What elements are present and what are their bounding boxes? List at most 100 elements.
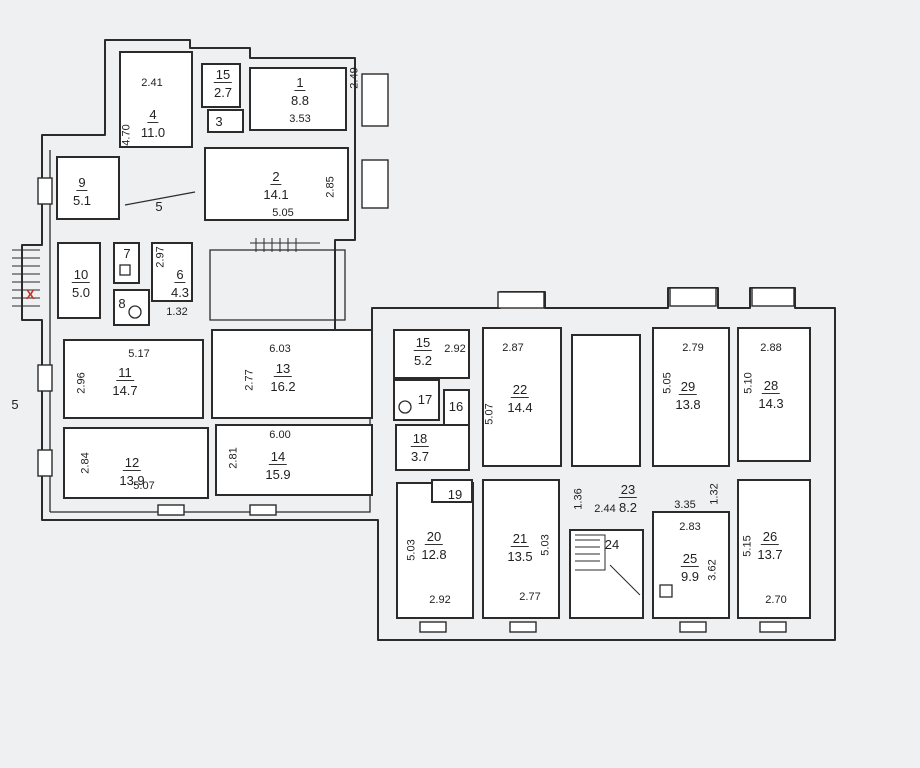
room-21 [482,479,560,619]
window-bay [669,287,717,307]
window-bay [249,504,277,516]
dimension-label: 2.44 [594,503,616,515]
room-29-number: 29 [678,379,698,395]
dimension-label: 6.03 [269,343,291,355]
room-15b-area: 5.2 [413,353,433,368]
dimension-label: 5.10 [742,372,755,394]
dimension-label: 2.77 [519,591,541,603]
room-20-number: 20 [424,529,444,545]
room-17 [393,379,440,421]
room-20 [396,482,474,619]
room-6-area: 4.3 [170,285,190,300]
room-corridor-right [571,334,641,467]
sink-icon [119,264,131,276]
room-9-area: 5.1 [72,193,92,208]
dimension-label: 5.03 [405,539,418,561]
toilet-icon [128,305,142,319]
dimension-label: 2.92 [429,594,451,606]
dimension-label: 5.05 [661,372,674,394]
dimension-label: 1.32 [708,483,721,505]
window-bay [759,621,787,633]
room-24 [569,529,644,619]
room-11-number: 11 [116,365,134,381]
page-mark: 5 [11,397,19,412]
room-28 [737,327,811,462]
dimension-label: 5.07 [483,403,496,425]
dimension-label: 2.96 [75,372,88,394]
dimension-label: 2.83 [679,521,701,533]
room-15a [201,63,241,108]
room-18-area: 3.7 [410,449,430,464]
room-15a-area: 2.7 [213,85,233,100]
toilet-icon [398,400,412,414]
dimension-label: 2.97 [154,246,167,268]
room-4 [119,51,193,148]
room-15a-number: 15 [213,67,233,83]
room-24-number: 24 [604,537,620,552]
room-21-number: 21 [510,531,530,547]
room-3 [207,109,244,133]
room-3-number: 3 [215,114,223,129]
room-12-area: 13.9 [119,473,145,488]
room-6 [151,242,193,302]
room-11-area: 14.7 [112,383,138,398]
room-10 [57,242,101,319]
room-26-area: 13.7 [757,547,783,562]
room-26-number: 26 [760,529,780,545]
room-1-area: 8.8 [290,93,310,108]
room-1-number: 1 [294,75,306,91]
room-22-area: 14.4 [507,400,533,415]
dimension-label: 2.70 [765,594,787,606]
room-23-number: 23 [618,482,638,498]
room-29 [652,327,730,467]
dimension-label: 4.70 [120,124,133,146]
stair-entrance-left [12,249,40,307]
room-19-number: 19 [447,487,463,502]
room-14-area: 15.9 [265,467,291,482]
dimension-label: 5.15 [741,535,754,557]
room-22-number: 22 [510,382,530,398]
room-15b [393,329,470,379]
dimension-label: 2.41 [141,77,163,89]
window-bay [361,73,389,127]
window-bay [679,621,707,633]
dimension-label: 2.92 [444,343,466,355]
room-7-number: 7 [123,246,131,261]
room-25-number: 25 [680,551,700,567]
window-bay [751,287,795,307]
dimension-label: 2.84 [79,452,92,474]
dimension-label: 3.53 [289,113,311,125]
window-bay [509,621,537,633]
sink-icon [659,584,673,598]
room-2-number: 2 [270,169,282,185]
room-18-number: 18 [410,431,430,447]
dimension-label: 1.36 [572,488,585,510]
room-17-number: 17 [417,392,433,407]
dimension-label: 5.05 [272,207,294,219]
dimension-label: 3.35 [674,499,696,511]
window-bay [37,449,53,477]
window-bay [37,364,53,392]
room-10-number: 10 [71,267,91,283]
room-16 [443,389,470,426]
partition-diagonal [124,191,196,206]
room-26 [737,479,811,619]
dimension-label: 1.32 [166,306,188,318]
entrance-mark: X [26,287,35,302]
room-14-number: 14 [268,449,288,465]
room-2-area: 14.1 [263,187,289,202]
room-19 [431,479,473,503]
dimension-label: 2.88 [760,342,782,354]
room-15b-number: 15 [413,335,433,351]
dimension-label: 6.00 [269,429,291,441]
window-bay [157,504,185,516]
dimension-label: 2.49 [348,67,361,89]
room-13-number: 13 [273,361,293,377]
room-12 [63,427,209,499]
room-13-area: 16.2 [270,379,296,394]
room-9 [56,156,120,220]
room-16-number: 16 [448,399,464,414]
dimension-label: 2.85 [324,176,337,198]
room-4-number: 4 [147,107,159,123]
